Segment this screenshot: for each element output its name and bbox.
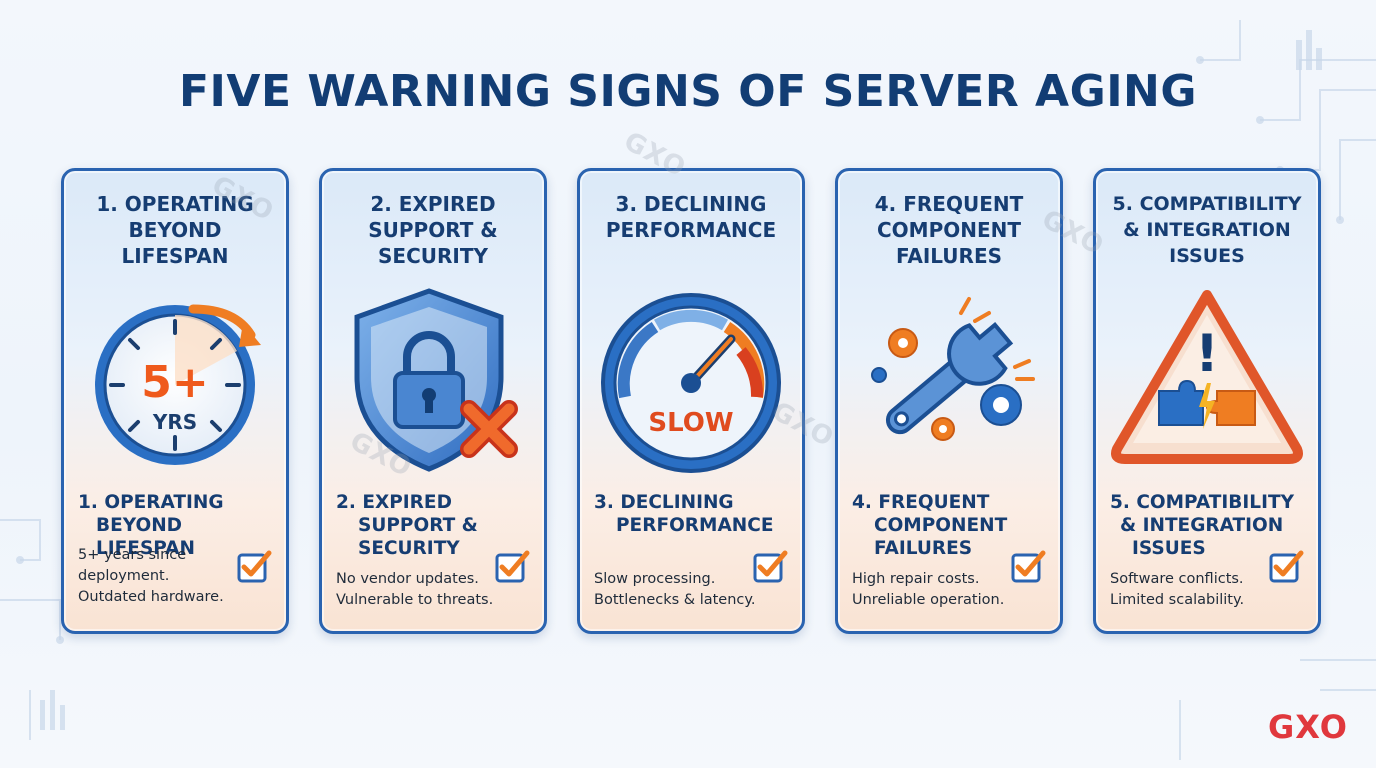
card-heading-line: SUPPORT & bbox=[368, 218, 498, 242]
card-subheading-line: BEYOND LIFESPAN bbox=[96, 515, 195, 559]
card-description-line: 5+ years since bbox=[78, 547, 187, 563]
card-description-line: No vendor updates. bbox=[336, 571, 479, 587]
shield-lock-x-icon bbox=[354, 288, 518, 472]
card-subheading-line: SUPPORT & bbox=[358, 515, 478, 536]
card-heading: 3. DECLINING PERFORMANCE bbox=[588, 191, 794, 243]
card-heading-line: 1. OPERATING bbox=[96, 192, 254, 216]
card-subheading: 5. COMPATIBILITY & INTEGRATION ISSUES bbox=[1110, 491, 1310, 560]
card-heading-line: LIFESPAN bbox=[121, 244, 229, 268]
card-heading-line: 5. COMPATIBILITY bbox=[1112, 193, 1302, 215]
card-subheading-line: & INTEGRATION bbox=[1120, 515, 1284, 536]
card-subheading-line: SECURITY bbox=[358, 538, 460, 559]
card-heading: 4. FREQUENT COMPONENT FAILURES bbox=[846, 191, 1052, 269]
checkbox-checked-icon bbox=[1011, 550, 1046, 583]
card-heading-line: 3. DECLINING bbox=[615, 192, 767, 216]
warning-card-5: 5. COMPATIBILITY & INTEGRATION ISSUES ! … bbox=[1093, 168, 1321, 634]
card-subheading-line: PERFORMANCE bbox=[616, 515, 774, 536]
card-heading-line: ISSUES bbox=[1169, 245, 1245, 267]
card-heading-line: & INTEGRATION bbox=[1123, 219, 1291, 241]
card-heading: 1. OPERATING BEYOND LIFESPAN bbox=[72, 191, 278, 269]
card-description: High repair costs. Unreliable operation. bbox=[852, 569, 1042, 611]
card-heading: 5. COMPATIBILITY & INTEGRATION ISSUES bbox=[1104, 191, 1310, 269]
card-description-line: Outdated hardware. bbox=[78, 589, 224, 605]
card-heading-line: SECURITY bbox=[378, 244, 488, 268]
card-heading-line: BEYOND bbox=[128, 218, 222, 242]
card-description: Slow processing. Bottlenecks & latency. bbox=[594, 569, 784, 611]
card-heading-line: PERFORMANCE bbox=[605, 218, 777, 242]
checkbox-checked-icon bbox=[237, 550, 272, 583]
card-description-line: Bottlenecks & latency. bbox=[594, 592, 756, 608]
card-description-line: Unreliable operation. bbox=[852, 592, 1005, 608]
page-title: FIVE WARNING SIGNS OF SERVER AGING bbox=[179, 66, 1197, 117]
card-subheading: 1. OPERATING BEYOND LIFESPAN bbox=[78, 491, 278, 560]
card-description-line: Limited scalability. bbox=[1110, 592, 1245, 608]
card-subheading: 3. DECLINING PERFORMANCE bbox=[594, 491, 794, 537]
warning-card-2: 2. EXPIRED SUPPORT & SECURITY 2. EXPIRED… bbox=[319, 168, 547, 634]
warning-card-1: 1. OPERATING BEYOND LIFESPAN 5+ YRS 1. O… bbox=[61, 168, 289, 634]
warning-puzzle-icon: ! bbox=[1111, 290, 1303, 464]
icon-label-yrs: YRS bbox=[152, 410, 197, 434]
card-subheading-line: 2. EXPIRED bbox=[336, 492, 452, 513]
icon-label-slow: SLOW bbox=[648, 408, 733, 438]
card-subheading: 4. FREQUENT COMPONENT FAILURES bbox=[852, 491, 1052, 560]
card-description-line: Software conflicts. bbox=[1110, 571, 1244, 587]
card-description: 5+ years since deployment. Outdated hard… bbox=[78, 545, 244, 608]
brand-logo: GXO bbox=[1268, 708, 1348, 746]
card-subheading-line: FAILURES bbox=[874, 538, 973, 559]
card-subheading-line: 3. DECLINING bbox=[594, 492, 734, 513]
card-subheading: 2. EXPIRED SUPPORT & SECURITY bbox=[336, 491, 536, 560]
card-subheading-line: 4. FREQUENT bbox=[852, 492, 990, 513]
wrench-gears-icon bbox=[871, 297, 1035, 441]
card-description-line: Vulnerable to threats. bbox=[336, 592, 494, 608]
card-heading-line: FAILURES bbox=[895, 244, 1003, 268]
card-heading-line: COMPONENT bbox=[876, 218, 1022, 242]
card-subheading-line: COMPONENT bbox=[874, 515, 1008, 536]
card-heading: 2. EXPIRED SUPPORT & SECURITY bbox=[330, 191, 536, 269]
checkbox-checked-icon bbox=[753, 550, 788, 583]
card-description-line: High repair costs. bbox=[852, 571, 980, 587]
warning-card-4: 4. FREQUENT COMPONENT FAILURES 4. FREQUE… bbox=[835, 168, 1063, 634]
card-description-line: Slow processing. bbox=[594, 571, 716, 587]
checkbox-checked-icon bbox=[1269, 550, 1304, 583]
warning-card-3: 3. DECLINING PERFORMANCE SLOW 3. DECLINI… bbox=[577, 168, 805, 634]
card-subheading-line: ISSUES bbox=[1132, 538, 1206, 559]
card-heading-line: 4. FREQUENT bbox=[874, 192, 1024, 216]
card-subheading-line: 5. COMPATIBILITY bbox=[1110, 492, 1294, 513]
card-description-line: deployment. bbox=[78, 568, 170, 584]
speedometer-slow-icon: SLOW bbox=[601, 293, 781, 473]
exclamation-mark: ! bbox=[1195, 324, 1219, 384]
card-description: Software conflicts. Limited scalability. bbox=[1110, 569, 1300, 611]
card-heading-line: 2. EXPIRED bbox=[370, 192, 496, 216]
icon-label-5plus: 5+ bbox=[141, 357, 208, 408]
card-subheading-line: 1. OPERATING bbox=[78, 492, 224, 513]
clock-5plus-years-icon: 5+ YRS bbox=[95, 304, 261, 465]
card-description: No vendor updates. Vulnerable to threats… bbox=[336, 569, 526, 611]
checkbox-checked-icon bbox=[495, 550, 530, 583]
